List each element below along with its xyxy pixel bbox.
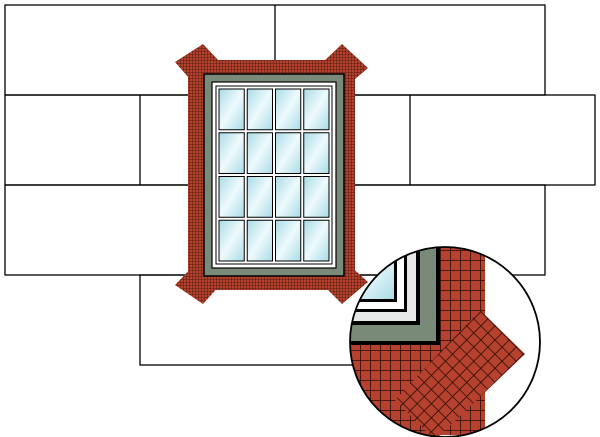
glass-pane <box>303 88 330 131</box>
glass-pane <box>218 176 245 218</box>
glass-pane <box>275 219 302 262</box>
glass-pane <box>218 132 245 174</box>
glass-pane <box>275 88 302 131</box>
magnifier-outline <box>349 246 541 437</box>
quoin-top-right <box>323 44 368 85</box>
glass-pane <box>303 176 330 218</box>
glass-pane <box>246 132 273 174</box>
quoin-bottom-left <box>175 264 220 304</box>
glass-pane <box>246 219 273 262</box>
glass-pane <box>218 219 245 262</box>
glass-pane <box>246 88 273 131</box>
glass-pane <box>246 176 273 218</box>
glass-pane <box>303 132 330 174</box>
glass-pane <box>275 132 302 174</box>
glass-pane <box>275 176 302 218</box>
window-panes <box>218 88 330 262</box>
glass-pane <box>303 219 330 262</box>
detail-callout <box>349 246 541 437</box>
quoin-bottom-right <box>323 264 368 304</box>
glass-pane <box>218 88 245 131</box>
quoin-top-left <box>175 44 220 85</box>
